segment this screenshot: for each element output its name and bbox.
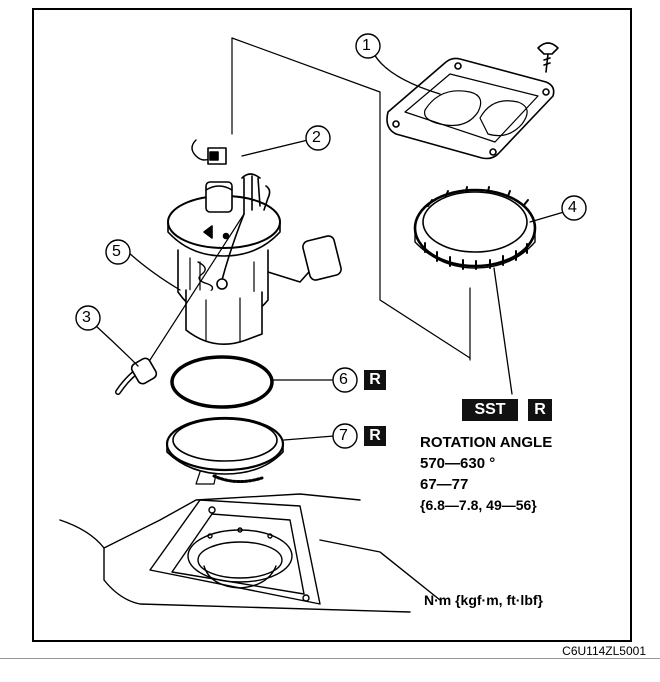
connector <box>191 139 227 165</box>
callout-number-1: 1 <box>362 37 371 54</box>
unit-note: N·m {kgf·m, ft·lbf} <box>424 592 543 608</box>
screw <box>537 42 559 73</box>
replace-mark-lock-ring: R <box>528 399 552 421</box>
callout-circle-1 <box>355 33 381 59</box>
callout-circle-6 <box>332 367 358 393</box>
figure-code: C6U114ZL5001 <box>562 644 646 658</box>
rotation-spec: ROTATION ANGLE 570—630 ° 67—77 {6.8—7.8,… <box>420 432 552 516</box>
callout-number-7: 7 <box>339 427 348 444</box>
lock-ring <box>413 186 537 270</box>
tank-service-hole <box>59 493 441 613</box>
callout-circle-5 <box>105 239 131 265</box>
diagram-frame <box>32 8 632 642</box>
replace-mark-o-ring: R <box>364 370 386 390</box>
callout-number-3: 3 <box>82 309 91 326</box>
o-ring <box>170 355 274 409</box>
callout-number-2: 2 <box>312 129 321 146</box>
callout-circle-4 <box>561 195 587 221</box>
callout-circle-3 <box>75 305 101 331</box>
torque-alt: {6.8—7.8, 49—56} <box>420 497 537 513</box>
callout-circle-7 <box>332 423 358 449</box>
rotation-angle: 570—630 ° <box>420 455 496 472</box>
torque-nm: 67—77 <box>420 476 469 493</box>
gasket <box>165 416 285 485</box>
callout-number-4: 4 <box>568 199 577 216</box>
replace-mark-gasket: R <box>364 426 386 446</box>
service-hole-cover <box>386 57 555 160</box>
sst-mark: SST <box>462 399 518 421</box>
footer-rule <box>0 658 660 659</box>
callout-number-6: 6 <box>339 371 348 388</box>
callout-circles <box>75 33 587 449</box>
callout-circle-2 <box>305 125 331 151</box>
leader-lines <box>95 53 565 441</box>
callout-number-5: 5 <box>112 243 121 260</box>
fuel-pump-unit <box>167 173 342 346</box>
rotation-heading: ROTATION ANGLE <box>420 434 553 451</box>
fuel-line <box>115 213 245 395</box>
